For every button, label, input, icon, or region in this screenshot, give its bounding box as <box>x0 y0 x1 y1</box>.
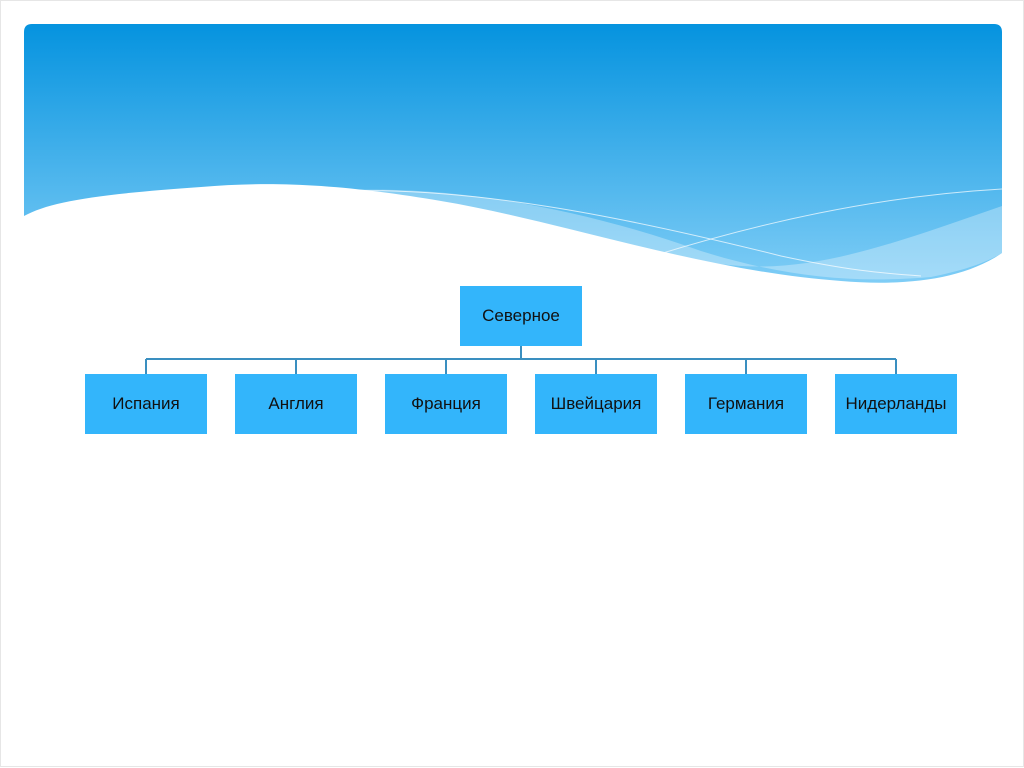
root-node: Северное <box>460 286 582 346</box>
child-node-england: Англия <box>235 374 357 434</box>
connector-lines <box>145 346 897 374</box>
child-node-france: Франция <box>385 374 507 434</box>
child-node-germany: Германия <box>685 374 807 434</box>
child-node-spain: Испания <box>85 374 207 434</box>
child-node-netherlands: Нидерланды <box>835 374 957 434</box>
child-node-switzerland: Швейцария <box>535 374 657 434</box>
